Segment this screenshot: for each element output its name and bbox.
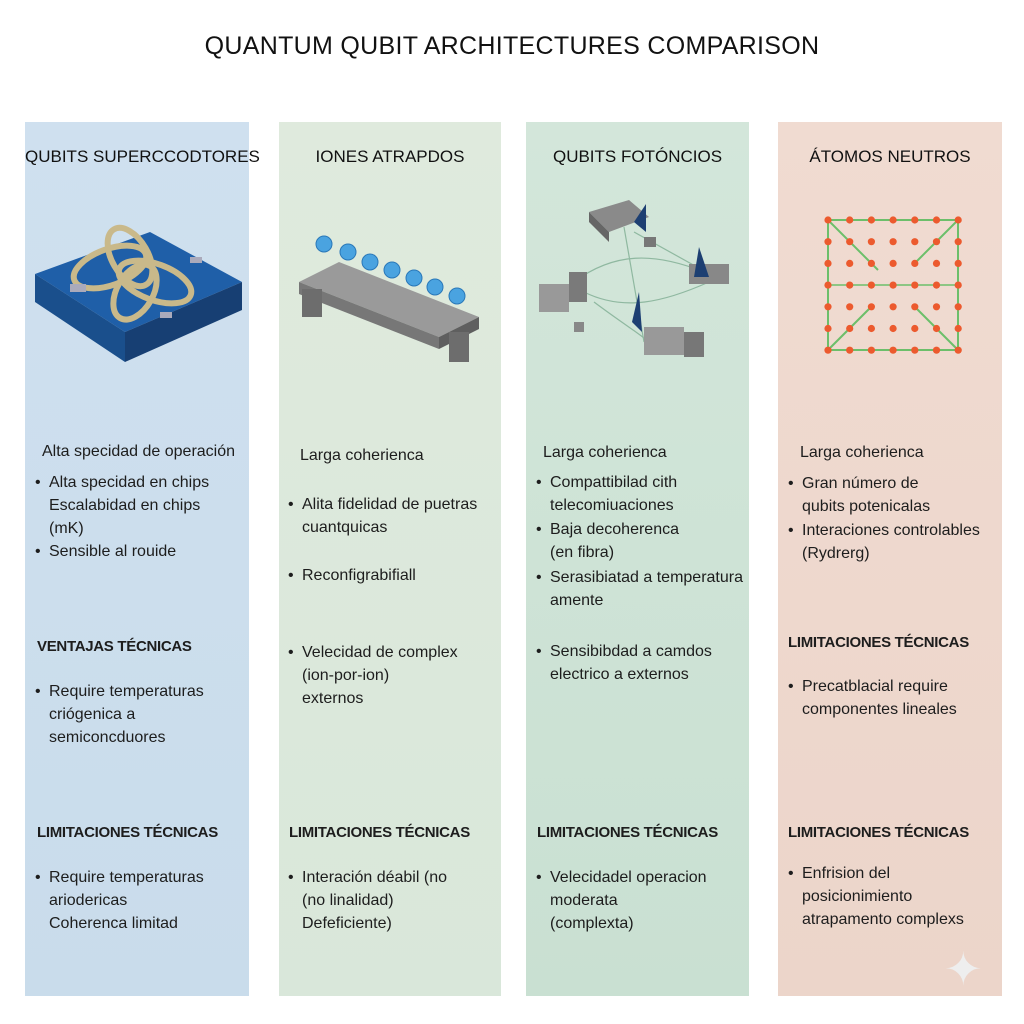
intro-text: Larga coherienca [300,447,424,464]
atom-dot [824,324,832,333]
atom-dot [954,238,962,246]
atom-dot [932,281,941,289]
column-trapped-ions: IONES ATRAPDOS Larga coherienca Alita fi… [279,122,501,996]
atom-dot [846,281,854,289]
column-superconducting: QUBITS SUPERCCODTORES Alta specidad de o… [25,122,260,996]
atom-dot [911,303,919,311]
atom-dot [954,324,962,333]
atom-dot [911,346,919,354]
atom-dot [911,324,919,333]
bullet-item: Reconfigrabifiall [288,564,416,587]
superconducting-chip-illustration [35,224,242,362]
atom-dot [911,259,919,267]
atom-dot [889,238,897,246]
atom-dot [932,303,941,311]
bullet-item: Serasibiatad a temperatura amente [536,566,743,612]
atom-dot [954,346,962,354]
section-heading: LIMITACIONES TÉCNICAS [788,634,969,651]
bullet-item: Sensible al rouide [35,540,176,563]
column-neutral-atoms: ÁTOMOS NEUTROS Larga coherienca Gran núm… [778,122,1002,996]
atom-dot [846,259,854,267]
limitations-heading: LIMITACIONES TÉCNICAS [37,824,218,841]
column-header: QUBITS SUPERCCODTORES [25,147,260,166]
column-photonic: QUBITS FOTÓNCIOS Larga coherienca Compat… [526,122,749,996]
atom-dot [867,216,875,224]
atom-dot [824,346,832,354]
atom-dot [867,281,875,289]
sparkle-icon: ✦ [944,943,983,995]
bullet-item: Interación déabil (no (no linalidad) Def… [288,866,447,935]
atom-dot [911,238,919,246]
intro-text: Larga coherienca [543,444,667,461]
atom-dot [889,303,897,311]
intro-text: Alta specidad de operación [42,443,236,460]
atom-dot [954,216,962,224]
section-heading: VENTAJAS TÉCNICAS [37,638,192,655]
intro-text: Larga coherienca [800,444,924,461]
atom-dot [889,346,897,354]
atom-dot [889,259,897,267]
atom-dot [846,346,854,354]
bullet-item: Compattibilad cith telecomiuaciones [536,471,677,517]
bullet-item: Baja decoherenca (en fibra) [536,518,679,564]
atom-dot [867,346,875,354]
bullet-item: Require temperaturas criógenica a semico… [35,680,204,749]
limitations-heading: LIMITACIONES TÉCNICAS [289,824,470,841]
bullet-item: Interaciones controlables (Rydrerg) [788,519,980,565]
bullet-item: Precatblacial require componentes lineal… [788,675,957,721]
atom-dot [889,216,897,224]
atom-dot [932,346,941,354]
column-header: ÁTOMOS NEUTROS [809,147,971,166]
limitations-heading: LIMITACIONES TÉCNICAS [537,824,718,841]
photonic-setup-illustration [539,200,729,357]
atom-dot [846,216,854,224]
atom-dot [824,281,832,289]
atom-dot [824,259,832,267]
atom-dot [889,324,897,333]
atom-dot [932,216,941,224]
atom-dot [824,303,832,311]
atom-dot [911,216,919,224]
atom-dot [846,324,854,333]
bullet-item: Enfrision del posicionimiento atrapament… [788,862,964,931]
bullet-item: Alta specidad en chips Escalabidad en ch… [35,471,209,540]
atom-dot [846,238,854,246]
atom-dot [954,281,962,289]
column-header: IONES ATRAPDOS [315,147,465,166]
atom-array-illustration [824,216,962,354]
atom-dot [954,259,962,267]
atom-dot [846,303,854,311]
bullet-item: Alita fidelidad de puetras cuantquicas [288,493,477,539]
bullet-item: Require temperaturas ariodericas Coheren… [35,866,204,935]
ion-trap-illustration [299,235,479,362]
atom-dot [911,281,919,289]
bullet-item: Gran número de qubits potenicalas [788,472,930,518]
atom-dot [824,216,832,224]
bullet-item: Velecidadel operacion moderata (complext… [536,866,707,935]
bullet-item: Velecidad de complex (ion-por-ion) exter… [288,641,458,710]
atom-dot [954,303,962,311]
limitations-heading: LIMITACIONES TÉCNICAS [788,824,969,841]
atom-dot [867,324,875,333]
page-title: QUANTUM QUBIT ARCHITECTURES COMPARISON [204,32,820,60]
atom-dot [889,281,897,289]
atom-dot [932,259,941,267]
bullet-item: Sensibibdad a camdos electrico a externo… [536,640,712,686]
atom-dot [867,238,875,246]
column-header: QUBITS FOTÓNCIOS [552,147,723,166]
atom-dot [932,324,941,333]
atom-dot [867,259,875,267]
atom-dot [867,303,875,311]
atom-dot [932,238,941,246]
atom-dot [824,238,832,246]
